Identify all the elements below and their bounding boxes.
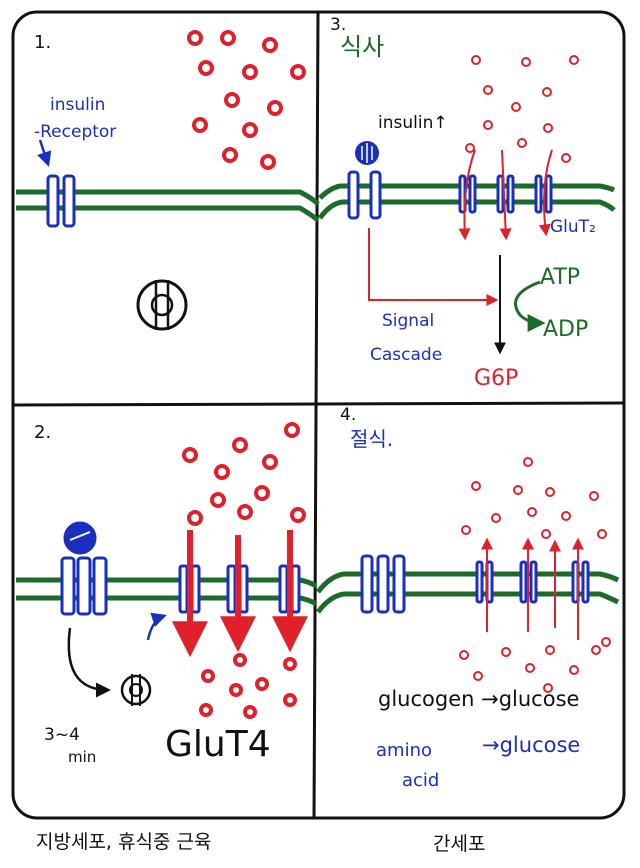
time-label-2: min: [68, 748, 96, 766]
signal-cascade-arrow: [368, 228, 499, 306]
panel-2: 2. 3~4 min GluT4: [16, 422, 318, 766]
glucose-cluster-4: [459, 457, 611, 693]
glut2-label: GluT₂: [550, 217, 596, 237]
caption-left: 지방세포, 휴식중 근육: [36, 831, 211, 853]
atp-label: ATP: [540, 265, 580, 290]
g6p-label: G6P: [474, 366, 518, 391]
glut-vesicle-2: [120, 674, 152, 706]
panel-1-number: 1.: [34, 32, 51, 53]
glucose-influx-arrows-3: [458, 149, 553, 241]
translocation-arrow: [146, 612, 167, 641]
glut4-label: GluT4: [165, 724, 271, 765]
receptor-label-2: -Receptor: [34, 122, 116, 142]
glucogen-label: glucogen →glucose: [378, 687, 579, 711]
atp-adp-arrow: [514, 280, 546, 332]
adp-label: ADP: [543, 317, 588, 342]
glucose-efflux-arrows-4: [481, 537, 584, 640]
receptor-label-1: insulin: [50, 95, 105, 115]
panel-4-number: 4.: [340, 405, 356, 425]
caption-right: 간세포: [433, 833, 485, 855]
vertical-divider: [312, 12, 320, 819]
membrane-1: [16, 189, 320, 206]
amino-label-1: amino: [376, 740, 432, 761]
signal-arrow-2: [67, 627, 111, 698]
amino-label-2: acid: [402, 770, 439, 791]
time-label-1: 3~4: [44, 725, 80, 745]
insulin-receptor-1: [46, 174, 76, 228]
amino-glucose-label: →glucose: [482, 733, 580, 757]
panel-3-title: 식사: [340, 33, 384, 61]
outer-frame: [11, 10, 626, 820]
glut2-transporters-4: [475, 560, 590, 604]
panel-4: 4. 절식.: [316, 405, 620, 791]
glut2-transporters: [458, 174, 553, 214]
insulin-receptor-2: [60, 521, 108, 616]
signal-label-1: Signal: [382, 311, 434, 331]
membrane-4: [316, 571, 620, 594]
insulin-label-3: insulin↑: [378, 113, 448, 133]
glucose-influx-arrows-2: [172, 530, 308, 658]
horizontal-divider: [13, 401, 624, 407]
receptor-4: [360, 554, 406, 614]
panel-3: 3. 식사 insulin↑ GluT₂: [317, 15, 616, 391]
panel-4-title: 절식.: [350, 427, 393, 451]
glucose-cluster-3: [465, 55, 579, 163]
signal-label-2: Cascade: [370, 345, 442, 365]
receptor-pointer-arrow: [37, 139, 52, 167]
glucose-cluster-2: [182, 422, 306, 719]
panel-1: 1. insulin -Receptor: [16, 30, 320, 331]
glut4-transporters: [178, 564, 301, 614]
panel-2-number: 2.: [34, 422, 51, 443]
glut-vesicle-1: [136, 279, 188, 331]
glucose-cluster-1: [187, 30, 306, 170]
insulin-receptor-3: [347, 141, 382, 220]
panel-3-number: 3.: [330, 15, 346, 35]
